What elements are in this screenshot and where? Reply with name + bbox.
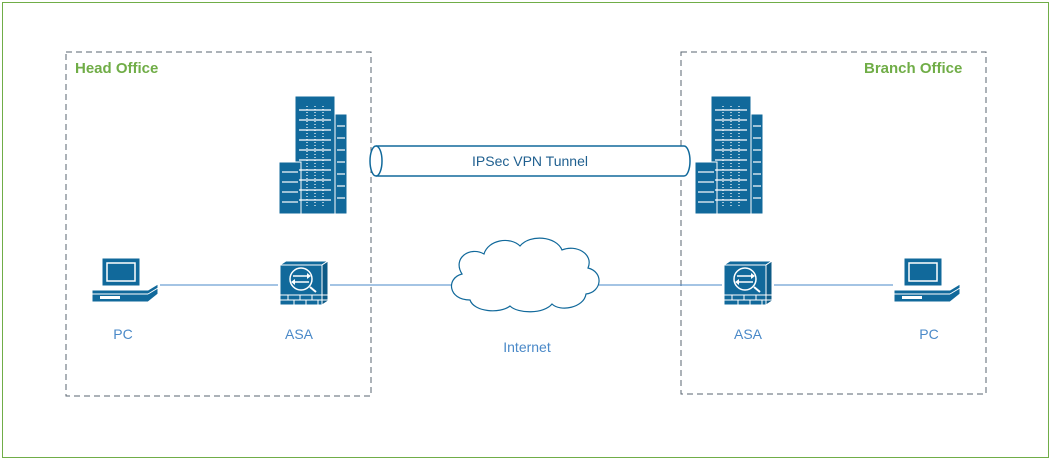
vpn-tunnel [369,145,691,177]
branch-pc-label: PC [919,326,939,342]
branch-asa-label: ASA [733,326,762,342]
head-asa-label: ASA [284,326,313,342]
head-office-zone [65,51,372,397]
branch-office-building-icon [694,95,764,215]
head-pc-icon[interactable] [91,257,159,303]
internet-cloud-icon [451,237,600,313]
head-asa-firewall-icon[interactable] [279,260,329,306]
branch-asa-firewall-icon[interactable] [723,260,773,306]
head-office-title: Head Office [75,60,159,77]
vpn-tunnel-label: IPSec VPN Tunnel [472,153,588,169]
head-office-building-icon [278,95,348,215]
head-pc-label: PC [113,326,133,342]
branch-office-title: Branch Office [864,60,963,77]
branch-pc-icon[interactable] [893,257,961,303]
branch-office-zone [680,51,987,395]
internet-label: Internet [503,339,551,355]
